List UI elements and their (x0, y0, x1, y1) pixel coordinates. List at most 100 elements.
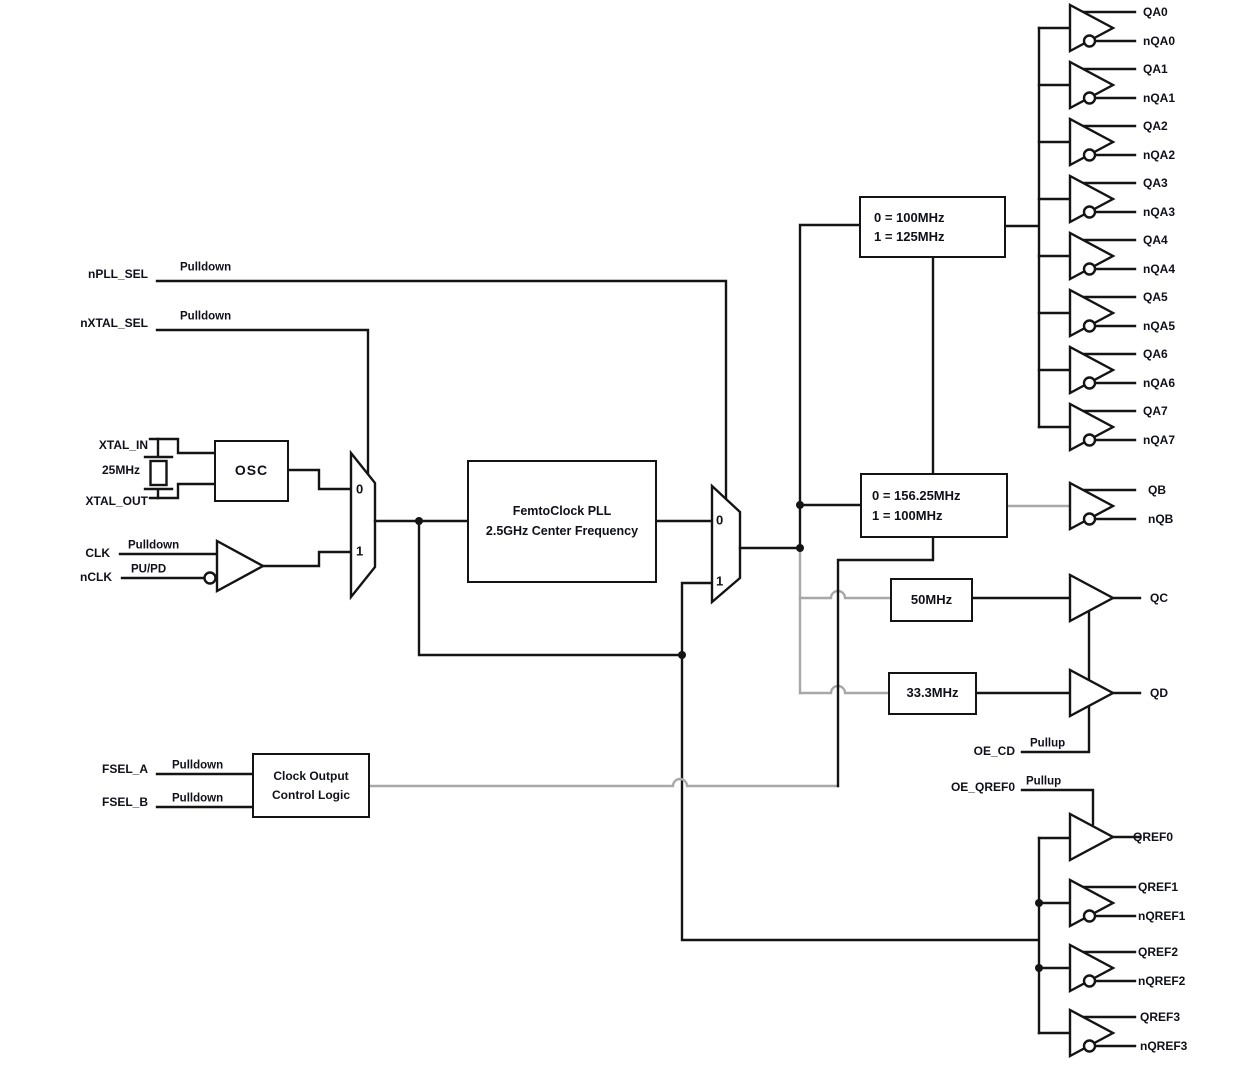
wire-osc-to-mux1 (287, 468, 353, 491)
wire-oe-qref0 (1020, 788, 1095, 826)
qref1-invert-bubble (1082, 909, 1097, 923)
pin-npll-sel: nPLL_SEL (87, 267, 148, 281)
crystal-frequency-label: 25MHz (101, 463, 140, 477)
pull-oe-cd: Pullup (1030, 737, 1066, 750)
pin-nqa2: nQA2 (1143, 148, 1176, 162)
pin-nqa0: nQA0 (1143, 34, 1176, 48)
pin-nxtal-sel: nXTAL_SEL (80, 316, 148, 330)
osc-block: OSC (214, 440, 289, 502)
pull-clk: Pulldown (128, 539, 180, 552)
pin-qa7: QA7 (1143, 404, 1168, 418)
pin-qa6: QA6 (1143, 347, 1168, 361)
junction-dot (415, 517, 423, 525)
pin-qb: QB (1148, 483, 1166, 497)
pin-nqref1: nQREF1 (1138, 909, 1186, 923)
divider-33mhz-label: 33.3MHz (906, 685, 959, 701)
pin-qc: QC (1150, 591, 1168, 605)
pin-nqref2: nQREF2 (1138, 974, 1186, 988)
input-mux-port1: 1 (356, 543, 364, 559)
input-mux-port0: 0 (356, 481, 364, 497)
divider-a-block: 0 = 100MHz 1 = 125MHz (859, 196, 1006, 258)
junction-dot (796, 544, 804, 552)
pull-fsel-b: Pulldown (172, 792, 224, 805)
wire-clkbuf-to-mux1 (261, 550, 353, 568)
clk-input-buffer (215, 538, 266, 594)
qa5-invert-bubble (1082, 319, 1097, 333)
pull-nclk: PU/PD (131, 563, 167, 576)
input-mux (349, 449, 377, 601)
wire-50mhz-in (798, 589, 892, 600)
qb-invert-bubble (1082, 512, 1097, 526)
pin-nqa4: nQA4 (1143, 262, 1176, 276)
pin-qa2: QA2 (1143, 119, 1168, 133)
junction-dot (1035, 964, 1043, 972)
qa0-invert-bubble (1082, 34, 1097, 48)
qa3-invert-bubble (1082, 205, 1097, 219)
wire-control-out (368, 777, 840, 788)
wire-xtal-out (148, 482, 216, 500)
pin-fsel-b: FSEL_B (101, 795, 148, 809)
crystal-plates (143, 437, 174, 500)
pll-label-line2: 2.5GHz Center Frequency (485, 523, 639, 538)
divider-33mhz-block: 33.3MHz (888, 672, 977, 715)
wire-divider-feed (798, 223, 862, 550)
qa4-invert-bubble (1082, 262, 1097, 276)
wire-npll-sel (155, 279, 728, 501)
nclk-invert-bubble (203, 571, 217, 585)
junction-dot (796, 501, 804, 509)
qref3-invert-bubble (1082, 1039, 1097, 1053)
pin-nqb: nQB (1148, 512, 1174, 526)
pin-qd: QD (1150, 686, 1168, 700)
pin-qa4: QA4 (1143, 233, 1168, 247)
osc-label: OSC (234, 462, 269, 479)
wire-xtal-in (148, 437, 216, 455)
divider-b-option1: 1 = 100MHz (872, 507, 943, 523)
crystal-symbol (149, 459, 168, 487)
wire-select-divb (836, 536, 935, 788)
pin-nqa6: nQA6 (1143, 376, 1176, 390)
junction-dot (678, 651, 686, 659)
pin-nqa5: nQA5 (1143, 319, 1176, 333)
pin-oe-qref0: OE_QREF0 (950, 780, 1015, 794)
pin-qref2: QREF2 (1138, 945, 1179, 959)
pull-oe-qref0: Pullup (1026, 775, 1062, 788)
pin-xtal-out: XTAL_OUT (85, 494, 148, 508)
qref2-invert-bubble (1082, 974, 1097, 988)
pin-xtal-in: XTAL_IN (98, 438, 148, 452)
qc-buffer (1068, 572, 1116, 624)
divider-50mhz-block: 50MHz (890, 578, 973, 622)
qd-buffer (1068, 667, 1116, 719)
pll-label-line1: FemtoClock PLL (512, 504, 612, 519)
pin-qa3: QA3 (1143, 176, 1168, 190)
junction-dot (1035, 899, 1043, 907)
pull-fsel-a: Pulldown (172, 759, 224, 772)
pin-qa5: QA5 (1143, 290, 1168, 304)
pin-nqref3: nQREF3 (1140, 1039, 1188, 1053)
clock-output-control-block: Clock Output Control Logic (252, 753, 370, 818)
pin-qref0: QREF0 (1133, 830, 1174, 844)
pin-qa0: QA0 (1143, 5, 1168, 19)
pin-qref3: QREF3 (1140, 1010, 1181, 1024)
qref-branch-stubs (1037, 836, 1072, 1035)
divider-b-block: 0 = 156.25MHz 1 = 100MHz (860, 473, 1008, 538)
pin-nqa3: nQA3 (1143, 205, 1176, 219)
bypass-mux-port1: 1 (716, 573, 724, 589)
qa-branch-stubs (1037, 26, 1072, 429)
wire-oe-cd (1020, 609, 1091, 754)
pll-block: FemtoClock PLL 2.5GHz Center Frequency (467, 460, 657, 583)
wire-nxtal-sel (155, 328, 370, 476)
pin-nqa1: nQA1 (1143, 91, 1176, 105)
qa7-invert-bubble (1082, 433, 1097, 447)
pin-fsel-a: FSEL_A (101, 762, 148, 776)
wire-33mhz-in (798, 684, 890, 695)
control-label-line2: Control Logic (272, 787, 350, 802)
pin-oe-cd: OE_CD (973, 744, 1015, 758)
divider-b-option0: 0 = 156.25MHz (872, 488, 961, 503)
wire-ref-rail (680, 653, 1041, 1035)
pin-qa1: QA1 (1143, 62, 1168, 76)
divider-a-option1: 1 = 125MHz (874, 229, 945, 244)
qa2-invert-bubble (1082, 148, 1097, 162)
control-label-line1: Clock Output (273, 768, 349, 783)
